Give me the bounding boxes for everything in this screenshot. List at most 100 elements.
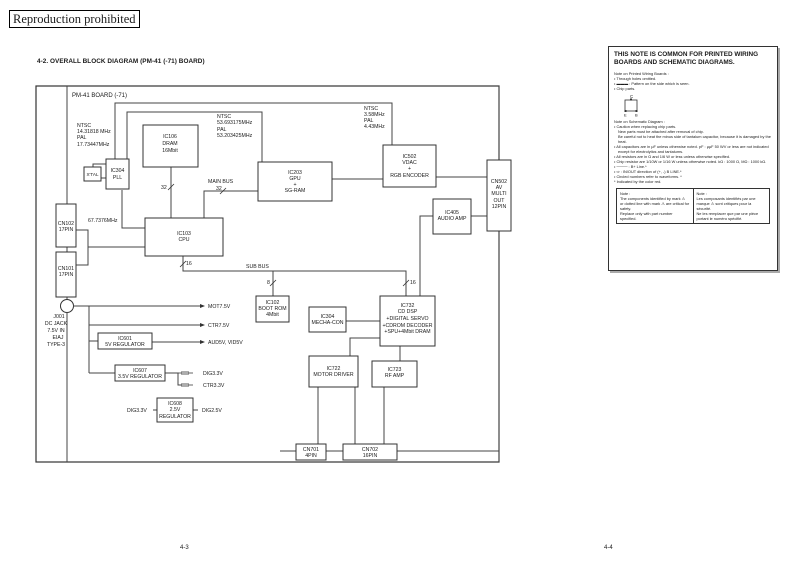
bus-width-16a: 16	[186, 261, 192, 267]
pwb-note-title: Note on Printed Wiring Boards :	[614, 71, 669, 76]
schematic-note-item: New parts must be attached after removal…	[618, 129, 704, 134]
svg-text:RF AMP: RF AMP	[385, 373, 405, 379]
bus-width-32b: 32	[216, 186, 222, 192]
pwb-note-item: • ▬▬▬ : Pattern on the side which is see…	[614, 81, 690, 86]
svg-text:CN701: CN701	[303, 447, 319, 453]
svg-text:+: +	[293, 182, 296, 188]
arrow-aud5v	[200, 340, 205, 344]
wire-pll-cpu	[121, 190, 145, 229]
dc-jack-symbol	[60, 299, 74, 313]
svg-text:PAL: PAL	[217, 127, 227, 133]
common-note-panel: THIS NOTE IS COMMON FOR PRINTED WIRING B…	[608, 46, 778, 271]
svg-text:5V REGULATOR: 5V REGULATOR	[105, 342, 145, 348]
schematic-note-item: • ⇨ : IN/OUT direction of (+, -) B LINE.…	[614, 169, 682, 174]
svg-text:NTSC: NTSC	[77, 123, 91, 129]
wire-pll-gpu	[126, 111, 263, 179]
note-heading: THIS NOTE IS COMMON FOR PRINTED WIRING B…	[614, 51, 759, 66]
pwb-note-item: • Through holes omitted.	[614, 76, 657, 81]
wire-dsp-audio	[419, 215, 433, 296]
svg-text:MULTI: MULTI	[491, 191, 506, 197]
svg-text:AV: AV	[496, 185, 503, 191]
svg-text:16PIN: 16PIN	[363, 453, 378, 459]
svg-text:J001: J001	[53, 314, 64, 320]
svg-text:IC723: IC723	[388, 367, 402, 373]
schematic-note-list: • Caution when replacing chip parts. New…	[614, 124, 772, 184]
svg-text:X'TAL: X'TAL	[86, 172, 98, 177]
schematic-note-title: Note on Schematic Diagram :	[614, 119, 665, 124]
svg-text:PAL: PAL	[364, 118, 374, 124]
bus-slash-8	[269, 279, 277, 287]
cpu-clock-label: 67.7376MHz	[88, 218, 118, 224]
svg-text:4PIN: 4PIN	[305, 453, 317, 459]
svg-text:53.203425MHz: 53.203425MHz	[217, 133, 253, 139]
svg-text:+DIGITAL SERVO: +DIGITAL SERVO	[386, 316, 428, 322]
svg-text:IC106: IC106	[163, 134, 177, 140]
aud5v-label: AUD5V, VID5V	[208, 340, 243, 346]
bus-slash-32b	[219, 187, 227, 195]
block-ic722-motor-driver: IC722 MOTOR DRIVER	[308, 355, 359, 388]
svg-text:NTSC: NTSC	[364, 106, 378, 112]
svg-text:IC502: IC502	[403, 154, 417, 160]
svg-text:14.31818 MHz: 14.31818 MHz	[77, 129, 111, 135]
block-ic601: IC601 5V REGULATOR	[97, 332, 153, 350]
svg-text:4Mbit: 4Mbit	[266, 312, 279, 318]
ferrite-ctr33v	[181, 383, 193, 387]
block-ic203-gpu: IC203 GPU + SG-RAM	[257, 161, 333, 202]
svg-text:3.5V REGULATOR: 3.5V REGULATOR	[118, 374, 162, 380]
svg-text:CN102: CN102	[58, 221, 74, 227]
svg-text:CPU: CPU	[179, 237, 190, 243]
dig25v-label: DIG2.5V	[202, 408, 222, 414]
svg-text:CN101: CN101	[58, 266, 74, 272]
svg-text:+SPU+4Mbit DRAM: +SPU+4Mbit DRAM	[384, 329, 430, 335]
svg-text:2.5V: 2.5V	[170, 407, 181, 413]
dig33v-input-label: DIG3.3V	[127, 408, 147, 414]
svg-text:IC103: IC103	[177, 231, 191, 237]
bus-slash-16b	[402, 279, 410, 287]
schematic-note-item: • All capacitors are in μF unless otherw…	[614, 144, 769, 154]
pwb-note-list: • Through holes omitted. • ▬▬▬ : Pattern…	[614, 76, 772, 91]
dc-jack-label: J001 DC JACK 7.5V IN EIAJ TYPE-3	[45, 314, 68, 348]
svg-text:SG-RAM: SG-RAM	[285, 188, 306, 194]
svg-text:PAL: PAL	[77, 135, 87, 141]
svg-text:MOTOR DRIVER: MOTOR DRIVER	[313, 372, 354, 378]
block-ic732-cd-dsp: IC732 CD DSP +DIGITAL SERVO +CDROM DECOD…	[379, 295, 436, 347]
schematic-note-item: • Circled numbers refer to waveforms. *	[614, 174, 682, 179]
schematic-note-item: • All resistors are in Ω and 1/6 W or le…	[614, 154, 731, 159]
svg-text:17.73447MHz: 17.73447MHz	[77, 142, 110, 148]
block-ic103-cpu: IC103 CPU	[144, 217, 224, 257]
dig33v-label: DIG3.3V	[203, 371, 223, 377]
section-title: 4-2. OVERALL BLOCK DIAGRAM (PM-41 (-71) …	[37, 58, 205, 65]
ctr75v-label: CTR7.5V	[208, 323, 230, 329]
schematic-note-item: • ──── : B+ Line.*	[614, 164, 647, 169]
block-cn701: CN701 4PIN	[295, 443, 327, 461]
svg-text:IC608: IC608	[168, 401, 182, 407]
svg-text:OUT: OUT	[494, 198, 506, 204]
svg-text:VDAC: VDAC	[402, 160, 417, 166]
svg-text:CN502: CN502	[491, 179, 507, 185]
svg-text:MECHA-CON: MECHA-CON	[312, 320, 344, 326]
svg-text:BOOT ROM: BOOT ROM	[258, 306, 286, 312]
svg-text:4.43MHz: 4.43MHz	[364, 124, 385, 130]
page-number-left: 4-3	[180, 545, 189, 551]
schematic-note-item: • Chip resistor are 1/10W or 1/16 W unle…	[614, 159, 767, 164]
svg-text:16Mbit: 16Mbit	[162, 148, 178, 154]
svg-text:RGB ENCODER: RGB ENCODER	[390, 173, 429, 179]
bus-width-32a: 32	[161, 185, 167, 191]
chip-pin-c: C	[630, 94, 634, 99]
svg-text:12PIN: 12PIN	[492, 204, 507, 210]
svg-text:IC601: IC601	[118, 336, 132, 342]
svg-text:IC203: IC203	[288, 170, 302, 176]
block-cn101: CN101 17PIN	[55, 251, 77, 298]
svg-text:IC405: IC405	[445, 210, 459, 216]
arrow-ctr75v	[200, 323, 205, 327]
schematic-note-item: • Caution when replacing chip parts.	[614, 124, 677, 129]
safety-note-box: Note : The components identified by mark…	[616, 188, 770, 224]
block-ic102-boot-rom: IC102 BOOT ROM 4Mbit	[255, 295, 290, 323]
block-ic106: IC106 DRAM 16Mbit	[142, 124, 199, 168]
block-ic405-audio-amp: IC405 AUDIO AMP	[432, 198, 472, 235]
sub-bus-label: SUB BUS	[246, 264, 269, 270]
block-cn502: CN502 AV MULTI OUT 12PIN	[486, 159, 512, 232]
bus-width-16b: 16	[410, 280, 416, 286]
wire-cn102-cn101	[76, 229, 89, 266]
svg-text:53.693175MHz: 53.693175MHz	[217, 120, 253, 126]
